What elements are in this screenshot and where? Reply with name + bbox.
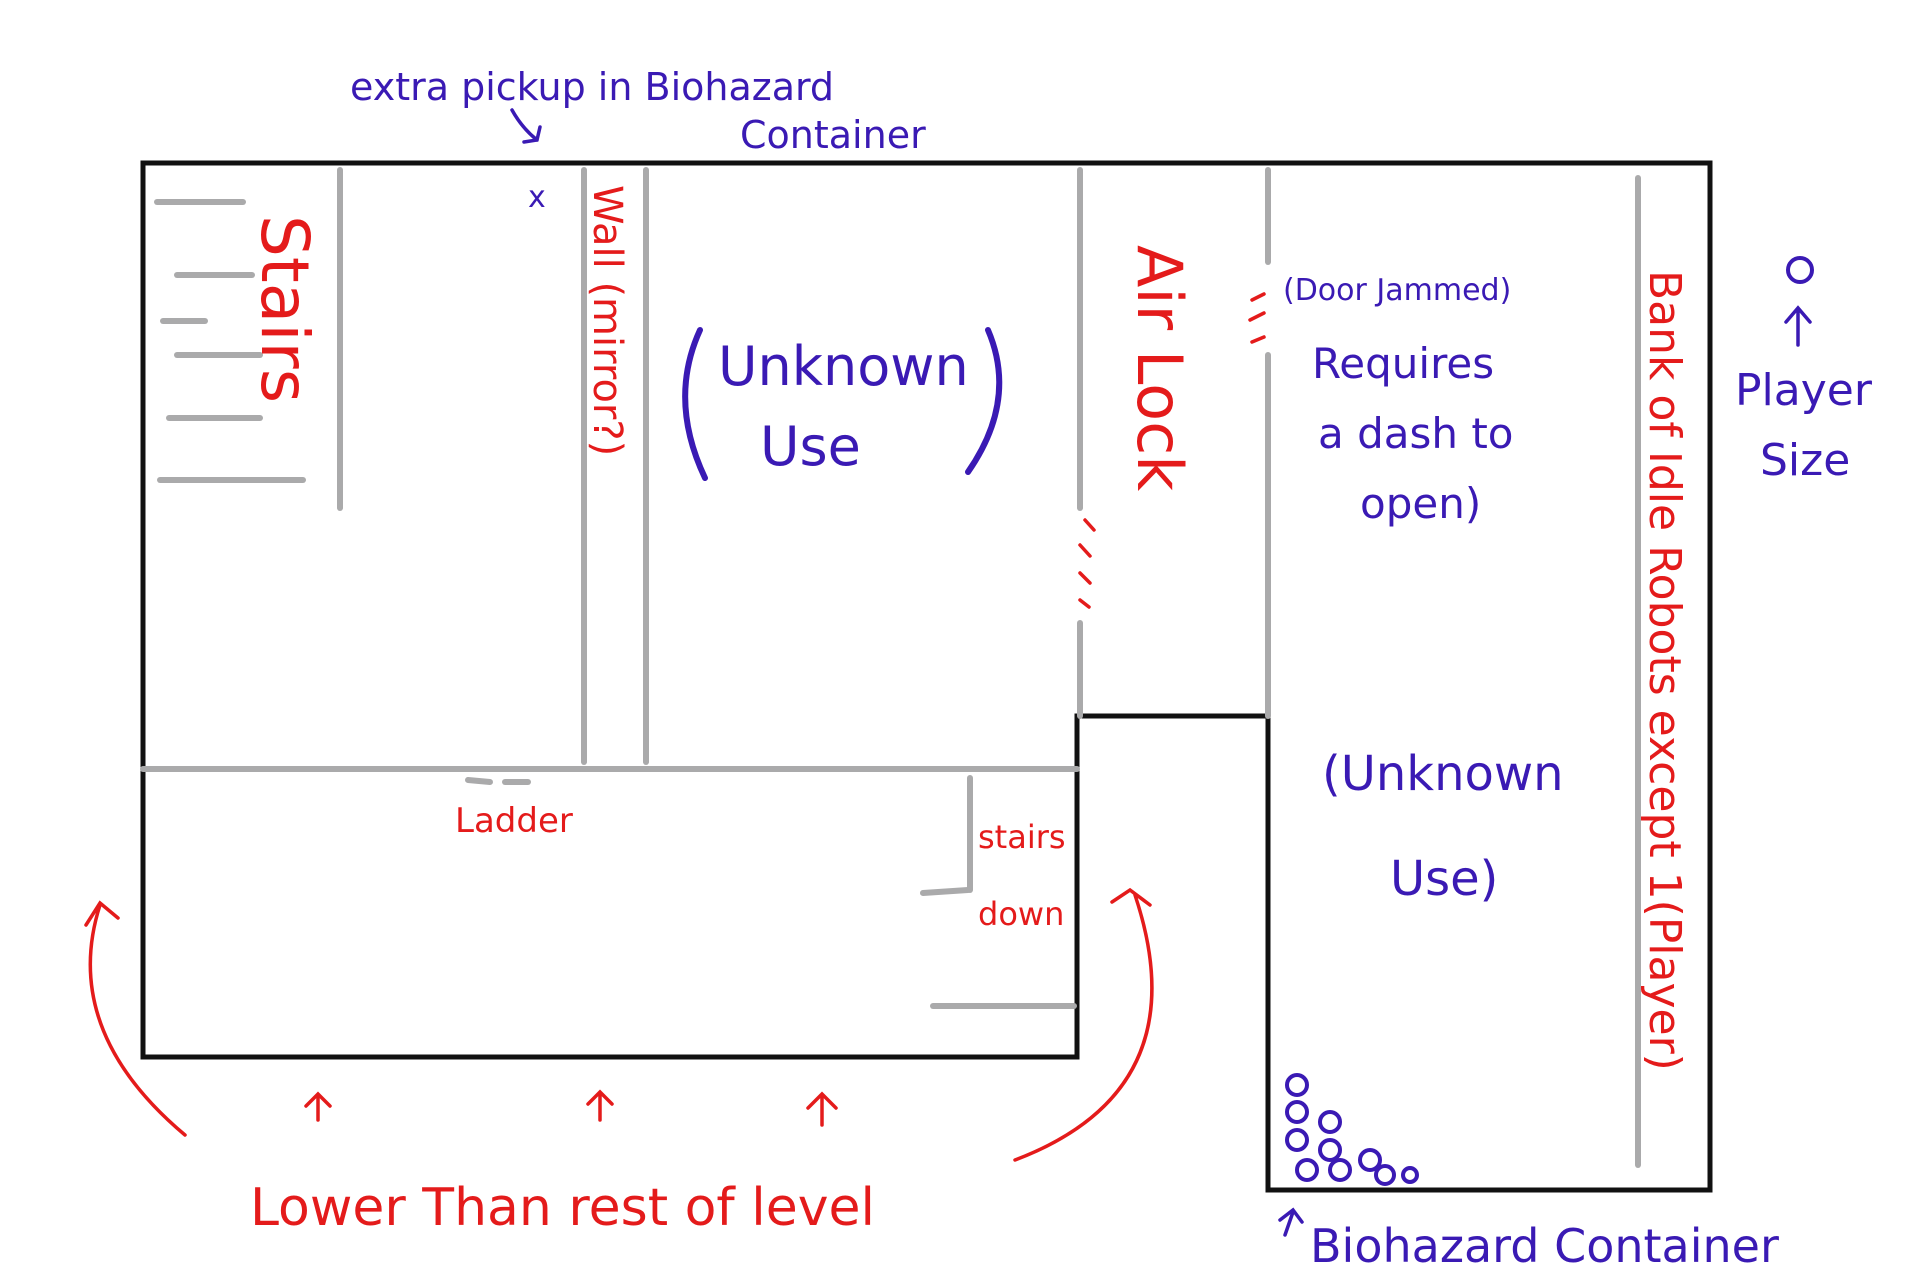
curved-arrow-right-icon [1013, 887, 1154, 1162]
pickup-x-marker: x [528, 180, 546, 215]
biohazard-arrow-icon [1278, 1207, 1304, 1237]
requires-label-line1: Requires [1312, 339, 1494, 388]
extra-pickup-arrow [510, 108, 542, 144]
door-jammed-label: (Door Jammed) [1283, 273, 1511, 308]
outer-walls [140, 160, 1713, 1193]
door-hatch-marks [1078, 292, 1266, 609]
player-circle-icon [1786, 256, 1814, 284]
player-size-label: Player [1735, 365, 1873, 416]
ladder-marker [465, 777, 531, 785]
requires-label-line2: a dash to [1318, 409, 1514, 458]
curved-arrow-left-icon [84, 900, 187, 1137]
stairs-steps [154, 199, 306, 483]
unknown-use-2-label-line2: Use) [1390, 851, 1498, 907]
bank-of-robots-label: Bank of Idle Robots except 1(Player) [1639, 270, 1690, 1071]
stairs-down-steps [920, 775, 1077, 1009]
biohazard-container-label: Biohazard Container [1310, 1219, 1779, 1273]
unknown-use-room-1: Unknown Use [682, 327, 1003, 481]
extra-pickup-annotation: extra pickup in Biohazard Container x [350, 65, 926, 215]
extra-pickup-label: extra pickup in Biohazard [350, 65, 834, 109]
ladder-label: Ladder [455, 801, 573, 841]
up-arrow-icon [304, 1091, 332, 1122]
partition-walls [140, 167, 1641, 1168]
up-arrow-icon [586, 1089, 614, 1122]
requires-label-line3: open) [1360, 479, 1481, 528]
up-arrow-icon [806, 1091, 838, 1127]
biohazard-circles [1285, 1073, 1419, 1186]
extra-pickup-label-line2: Container [740, 113, 926, 157]
unknown-use-1-label: Unknown [718, 335, 969, 398]
lower-than-label: Lower Than rest of level [250, 1178, 875, 1238]
stairs-label: Stairs [246, 215, 323, 403]
door-jammed-annotation: (Door Jammed) Requires a dash to open) [1283, 273, 1514, 528]
unknown-use-1-label-line2: Use [760, 415, 861, 478]
lower-than-annotation: Lower Than rest of level [84, 887, 1154, 1238]
air-lock-label: Air Lock [1123, 245, 1196, 491]
stairs-down-label-line2: down [978, 895, 1064, 933]
wall-mirror-label: Wall (mirror?) [584, 185, 630, 456]
unknown-use-2-label: (Unknown [1322, 746, 1564, 802]
player-size-label-line2: Size [1760, 435, 1850, 486]
stairs-down-label: stairs [978, 818, 1066, 856]
player-size-arrow-icon [1784, 305, 1812, 347]
player-size-legend: Player Size [1735, 256, 1873, 486]
